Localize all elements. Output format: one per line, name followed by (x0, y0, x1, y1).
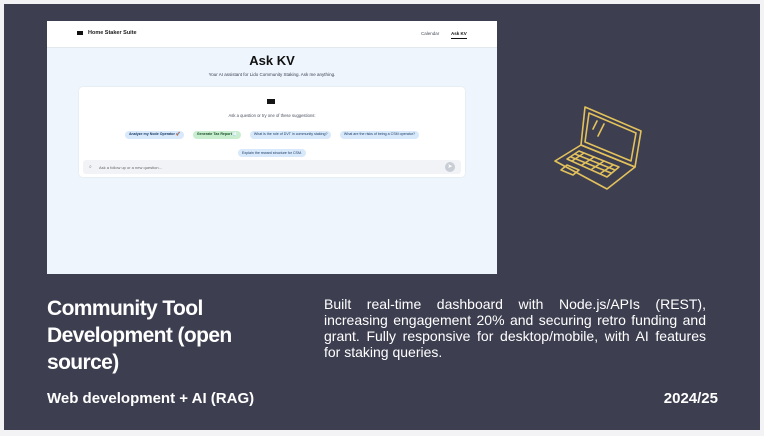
chip-reward-structure[interactable]: Explain the reward structure for CSM. (238, 149, 306, 157)
project-description: Built real-time dashboard with Node.js/A… (324, 296, 706, 360)
brand-name: Home Staker Suite (88, 30, 137, 36)
project-category: Web development + AI (RAG) (47, 390, 255, 407)
project-title: Community Tool Development (open source) (47, 297, 232, 374)
suggestion-chips: Analyze my Node Operator 🚀 Generate Tax … (79, 122, 465, 159)
project-slide: Home Staker Suite Calendar Ask KV Ask KV… (4, 4, 760, 430)
page-subtitle: Your AI assistant for Lido Community Sta… (208, 72, 336, 77)
chat-input[interactable] (99, 162, 419, 172)
paperclip-icon[interactable]: ⌕ (89, 164, 92, 170)
chip-dvt-role[interactable]: What is the role of DVT in community sta… (249, 130, 332, 139)
brand[interactable]: Home Staker Suite (77, 30, 137, 36)
nav-calendar[interactable]: Calendar (421, 31, 440, 36)
chip-analyze-node-operator[interactable]: Analyze my Node Operator 🚀 (124, 130, 185, 139)
chip-generate-tax-report[interactable]: Generate Tax Report 🧾 (192, 130, 242, 139)
chat-bubble-icon (77, 31, 83, 35)
top-nav: Home Staker Suite Calendar Ask KV (47, 21, 497, 48)
nav-ask-kv[interactable]: Ask KV (451, 31, 467, 39)
send-icon[interactable]: ➤ (445, 162, 455, 172)
page-title: Ask KV (249, 53, 295, 68)
laptop-icon (554, 106, 642, 190)
app-screenshot: Home Staker Suite Calendar Ask KV Ask KV… (47, 21, 497, 274)
chip-csm-risks[interactable]: What are the risks of being a CSM operat… (339, 130, 420, 139)
project-year: 2024/25 (663, 390, 718, 407)
suggestion-prompt: Ask a question or try one of these sugge… (228, 113, 316, 118)
chat-card: Ask a question or try one of these sugge… (79, 87, 465, 177)
chat-input-bar: ⌕ ➤ (83, 160, 461, 174)
chat-bubble-icon (267, 99, 275, 104)
